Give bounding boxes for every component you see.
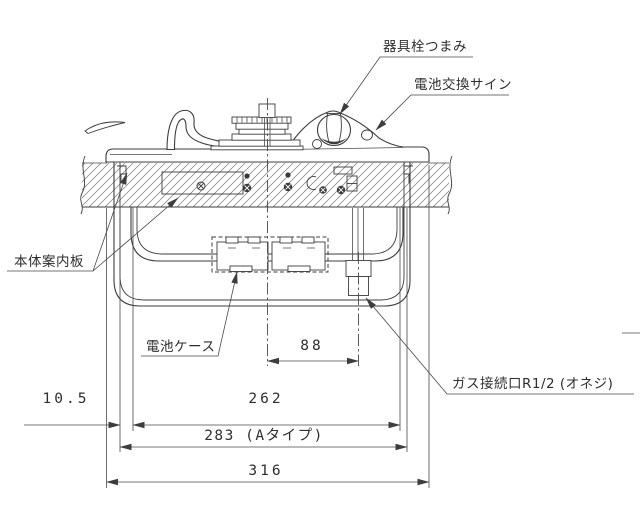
burner-cap-serration (236, 117, 288, 123)
label-battery-case: 電池ケース (146, 339, 215, 355)
pan-support-claw (84, 121, 126, 135)
dimension-88: 88 (267, 338, 359, 365)
callout-gas-inlet: ガス接続口R1/2 (オネジ) (365, 297, 634, 395)
dimension-316: 316 (106, 463, 430, 486)
callout-battery-sign: 電池交換サイン (375, 76, 512, 131)
break-line-left (80, 155, 86, 215)
battery-case (211, 236, 329, 273)
callout-guide-plate: 本体案内板 (7, 172, 179, 272)
body-shell (113, 162, 411, 307)
dim-316-value: 316 (248, 463, 283, 479)
burner-assembly (210, 103, 304, 151)
extension-lines (106, 165, 430, 488)
band-screws (242, 172, 293, 193)
control-knob (316, 113, 352, 147)
label-knob: 器具栓つまみ (383, 39, 467, 55)
label-gas-inlet: ガス接続口R1/2 (オネジ) (452, 375, 613, 392)
dimension-262: 262 (132, 391, 401, 429)
label-guide-plate: 本体案内板 (14, 253, 84, 270)
callout-battery-case: 電池ケース (141, 271, 238, 357)
dimension-10-5: 10.5 (24, 391, 121, 429)
dimension-283: 283 (Aタイプ) (119, 427, 408, 451)
guide-plate (161, 171, 244, 195)
label-battery-sign: 電池交換サイン (414, 76, 512, 93)
plate-surface-line (286, 147, 404, 150)
dim-10-5-value: 10.5 (43, 391, 90, 407)
callout-knob: 器具栓つまみ (339, 39, 473, 115)
break-line-right (447, 155, 453, 215)
electrode-rods (264, 117, 271, 146)
dim-283-value: 283 (Aタイプ) (204, 427, 324, 444)
igniter-plug (258, 103, 276, 118)
battery-sign-dot (361, 129, 373, 141)
gas-port (345, 208, 372, 366)
counter-hatch-band (80, 155, 453, 215)
dim-88-value: 88 (300, 338, 323, 354)
pilot-dot (312, 139, 322, 149)
dim-262-value: 262 (248, 391, 283, 407)
band-fittings (306, 166, 358, 195)
knob-shadow (321, 138, 347, 145)
